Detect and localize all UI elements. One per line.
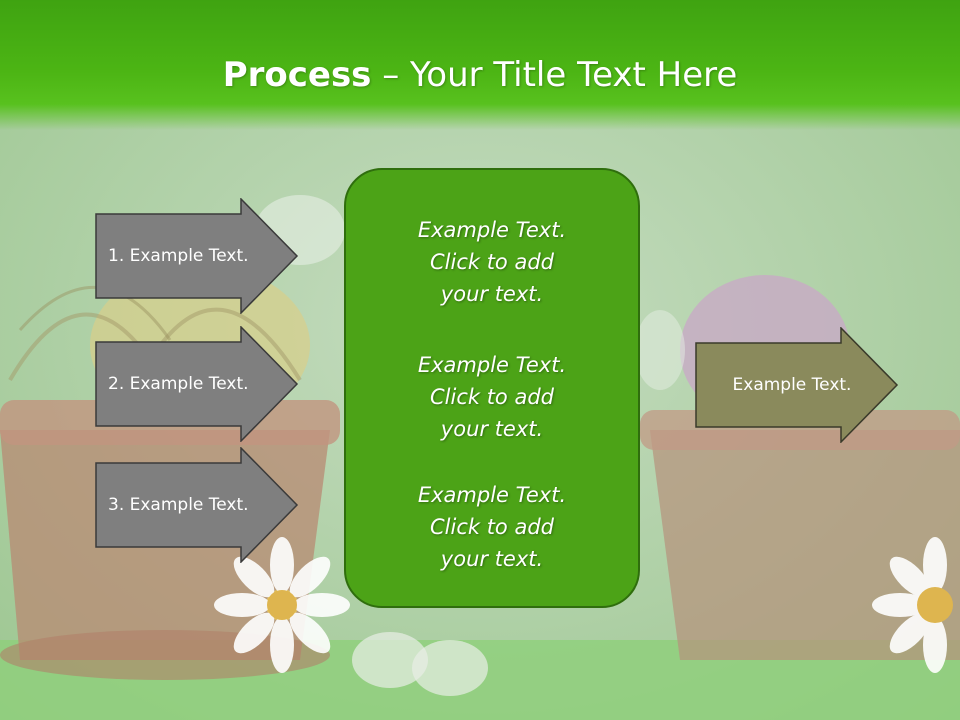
text-line: Example Text. [417, 218, 567, 242]
process-step-label: 1. Example Text. [108, 246, 249, 266]
text-line: your text. [440, 547, 544, 571]
title-bar [0, 0, 960, 130]
result-arrow[interactable]: Example Text. [695, 327, 899, 443]
text-block-1: Example Text. Click to add your text. [346, 214, 638, 310]
text-line: your text. [440, 282, 544, 306]
process-step-arrow-1[interactable]: 1. Example Text. [95, 198, 299, 314]
text-line: Click to add [429, 385, 554, 409]
title-bold: Process [222, 55, 372, 95]
title-rest: – Your Title Text Here [371, 55, 738, 95]
center-content-box[interactable]: Example Text. Click to add your text. Ex… [344, 168, 640, 608]
text-line: Example Text. [417, 353, 567, 377]
process-step-arrow-3[interactable]: 3. Example Text. [95, 447, 299, 563]
text-line: Example Text. [417, 483, 567, 507]
text-line: Click to add [429, 250, 554, 274]
text-block-3: Example Text. Click to add your text. [346, 479, 638, 575]
process-step-label: 3. Example Text. [108, 495, 249, 515]
text-block-2: Example Text. Click to add your text. [346, 349, 638, 445]
slide-title[interactable]: Process – Your Title Text Here [0, 52, 960, 98]
result-label: Example Text. [732, 375, 852, 395]
process-step-arrow-2[interactable]: 2. Example Text. [95, 326, 299, 442]
text-line: your text. [440, 417, 544, 441]
text-line: Click to add [429, 515, 554, 539]
process-step-label: 2. Example Text. [108, 374, 249, 394]
